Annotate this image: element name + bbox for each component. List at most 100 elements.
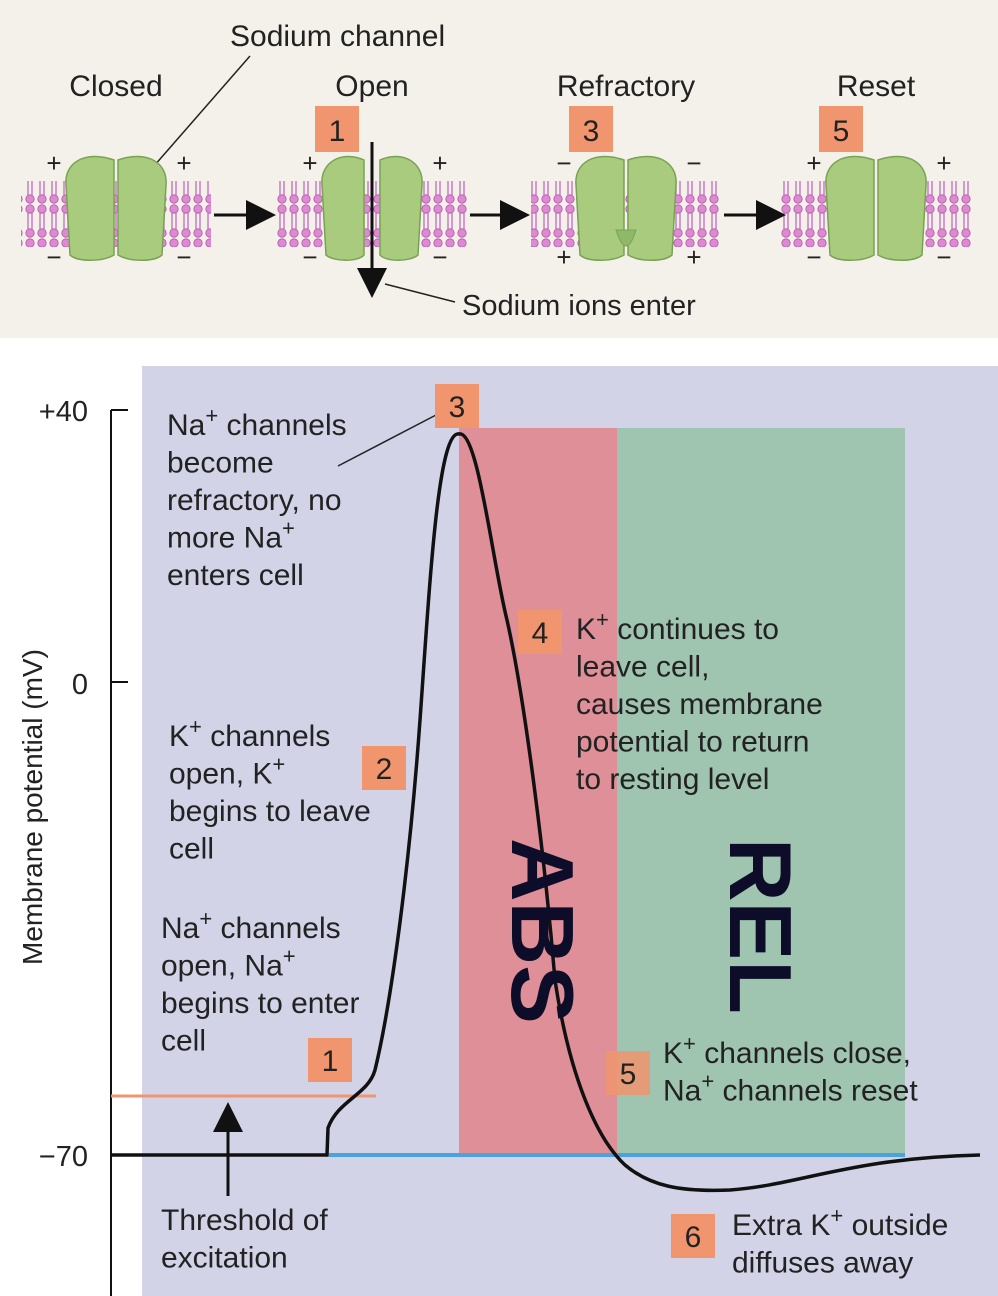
stage-label: Reset bbox=[837, 70, 916, 103]
charge-bottom-left: − bbox=[806, 242, 821, 272]
stage-badge bbox=[315, 106, 359, 152]
action-potential-curve bbox=[111, 432, 981, 1193]
annotation-threshold: Threshold of excitation bbox=[161, 1204, 328, 1275]
annotation-line: K+ continues to bbox=[576, 607, 779, 647]
charge-top-right: + bbox=[432, 148, 447, 178]
charge-top-right: − bbox=[686, 148, 701, 178]
annotation-badge bbox=[362, 746, 406, 790]
annotation-badge bbox=[435, 384, 479, 428]
annotation-badge-number: 4 bbox=[532, 617, 549, 650]
sodium-channel-title: Sodium channel bbox=[230, 20, 445, 53]
annotation-line: open, K+ bbox=[169, 751, 285, 791]
stage-badge bbox=[569, 106, 613, 152]
annotation-line: Na+ channels reset bbox=[663, 1068, 918, 1108]
charge-top-left: − bbox=[556, 148, 571, 178]
annotation-line: refractory, no bbox=[167, 484, 342, 517]
stage-badge-number: 1 bbox=[329, 115, 346, 148]
charge-bottom-left: − bbox=[46, 242, 61, 272]
annotation-line: become bbox=[167, 447, 274, 480]
annotation-line: enters cell bbox=[167, 559, 304, 592]
annotation-line: to resting level bbox=[576, 763, 769, 796]
annotation-a6: Extra K+ outside diffuses away 6 bbox=[671, 1203, 948, 1280]
annotation-badge-number: 6 bbox=[685, 1221, 702, 1254]
sodium-ions-pointer bbox=[384, 283, 456, 303]
annotation-badge-number: 1 bbox=[322, 1045, 339, 1078]
channel-stage-1: Closed + + − − bbox=[21, 70, 211, 272]
annotation-line: diffuses away bbox=[732, 1247, 913, 1280]
charge-bottom-left: + bbox=[556, 242, 571, 272]
annotation-badge-number: 3 bbox=[449, 391, 466, 424]
tick-label-zero: 0 bbox=[72, 669, 88, 701]
annotation-line: Threshold of bbox=[161, 1204, 328, 1237]
stage-badge bbox=[819, 106, 863, 152]
sodium-ions-label: Sodium ions enter bbox=[462, 290, 696, 322]
annotation-line: potential to return bbox=[576, 726, 809, 759]
charge-bottom-left: − bbox=[302, 242, 317, 272]
channel-protein-right bbox=[877, 155, 927, 261]
charge-top-right: + bbox=[176, 148, 191, 178]
stage-badge-number: 3 bbox=[583, 115, 600, 148]
annotation-badge bbox=[518, 610, 562, 654]
stage-badge-number: 5 bbox=[833, 115, 850, 148]
annotation-badge bbox=[671, 1214, 715, 1258]
channel-protein-right bbox=[379, 155, 423, 261]
charge-bottom-right: + bbox=[686, 242, 701, 272]
membrane-bilayer bbox=[21, 181, 211, 247]
annotation-line: open, Na+ bbox=[161, 943, 296, 983]
annotation-line: K+ channels bbox=[169, 714, 330, 754]
channel-protein-left bbox=[321, 155, 365, 261]
stage-label: Closed bbox=[69, 70, 162, 103]
charge-top-left: + bbox=[302, 148, 317, 178]
stage-label: Refractory bbox=[557, 70, 695, 103]
tick-label-minus70: −70 bbox=[39, 1141, 88, 1173]
charge-top-right: + bbox=[936, 148, 951, 178]
charge-top-left: + bbox=[46, 148, 61, 178]
channel-stage-4: Reset + + − − 5 bbox=[781, 70, 971, 272]
annotation-line: cell bbox=[169, 833, 214, 866]
channel-protein-left bbox=[575, 155, 625, 261]
channel-protein-left bbox=[65, 155, 115, 261]
absolute-refractory-zone bbox=[459, 428, 617, 1155]
y-axis-label: Membrane potential (mV) bbox=[17, 649, 48, 965]
annotation-line: begins to enter bbox=[161, 987, 359, 1020]
annotation-line: Na+ channels bbox=[167, 403, 347, 443]
relative-refractory-zone bbox=[617, 428, 905, 1155]
annotation-line: excitation bbox=[161, 1242, 288, 1275]
charge-bottom-right: − bbox=[432, 242, 447, 272]
annotation-line: begins to leave bbox=[169, 795, 371, 828]
channel-protein-right bbox=[117, 155, 167, 261]
y-axis: +40 0 −70 Membrane potential (mV) bbox=[17, 396, 128, 1296]
channel-stages: Closed + + − − Open + + − − 1 Refractory − − + +3 Reset +… bbox=[21, 70, 971, 272]
annotation-line: causes membrane bbox=[576, 688, 823, 721]
annotation-badge-number: 2 bbox=[376, 753, 393, 786]
annotation-badge bbox=[308, 1038, 352, 1082]
annotation-line: K+ channels close, bbox=[663, 1031, 911, 1071]
tick-label-plus40: +40 bbox=[39, 396, 88, 428]
abs-zone-label: ABS bbox=[493, 838, 592, 1024]
annotation-badge-number: 5 bbox=[620, 1058, 637, 1091]
stage-label: Open bbox=[335, 70, 408, 103]
channel-protein-left bbox=[825, 155, 875, 261]
sodium-channel-pointer bbox=[139, 55, 251, 183]
annotation-badge bbox=[606, 1051, 650, 1095]
channel-stage-3: Refractory − − + +3 bbox=[531, 70, 721, 272]
annotation-line: cell bbox=[161, 1025, 206, 1058]
annotation-line: more Na+ bbox=[167, 515, 295, 555]
membrane-bilayer bbox=[781, 181, 971, 247]
rel-zone-label: REL bbox=[711, 838, 810, 1014]
annotation-a5: K+ channels close,Na+ channels reset 5 bbox=[606, 1031, 918, 1108]
channel-protein-right bbox=[627, 155, 677, 261]
annotation-line: Extra K+ outside bbox=[732, 1203, 948, 1243]
charge-top-left: + bbox=[806, 148, 821, 178]
inactivation-gate bbox=[615, 229, 637, 247]
annotation-line: Na+ channels bbox=[161, 906, 341, 946]
charge-bottom-right: − bbox=[176, 242, 191, 272]
charge-bottom-right: − bbox=[936, 242, 951, 272]
annotation-line: leave cell, bbox=[576, 651, 709, 684]
annotation-a4: K+ continues to leave cell, causes membran… bbox=[518, 607, 823, 796]
